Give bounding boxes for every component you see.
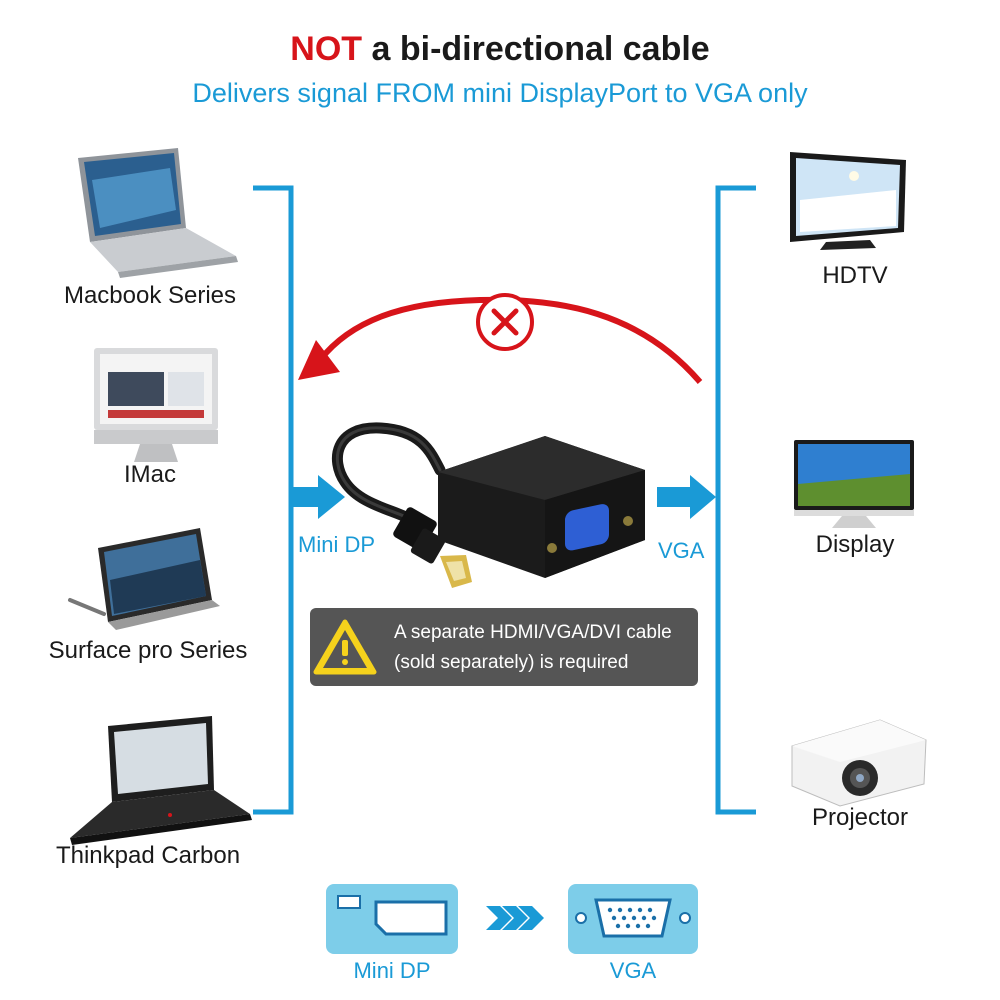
input-flow-arrow (291, 475, 345, 519)
notice-text: A separate HDMI/VGA/DVI cable (sold sepa… (394, 618, 694, 678)
forbidden-icon (476, 293, 534, 351)
source-label-thinkpad: Thinkpad Carbon (55, 842, 241, 869)
notice-line-1: A separate HDMI/VGA/DVI cable (394, 622, 672, 643)
macbook-icon (78, 148, 238, 278)
source-label-macbook: Macbook Series (63, 282, 237, 309)
notice-line-2: (sold separately) is required (394, 652, 629, 673)
display-icon (794, 440, 914, 528)
title-rest: a bi-directional cable (362, 30, 710, 68)
right-bracket (715, 185, 756, 815)
page-title: NOT a bi-directional cable (0, 30, 1000, 69)
source-label-surface: Surface pro Series (48, 637, 248, 664)
title-emphasis: NOT (290, 30, 363, 68)
source-label-imac: IMac (123, 461, 176, 488)
input-port-label: Mini DP (298, 532, 376, 557)
adapter-cable-icon (332, 422, 472, 588)
projector-icon (791, 719, 927, 807)
minidp-port-icon (374, 900, 448, 936)
footer-from-label: Mini DP (353, 958, 431, 983)
hdtv-icon (790, 152, 906, 250)
output-flow-arrow (657, 475, 716, 519)
thinkpad-icon (70, 716, 252, 845)
reverse-arrow-head (298, 340, 340, 380)
surface-icon (68, 528, 220, 630)
output-port-label: VGA (658, 538, 705, 563)
target-label-hdtv: HDTV (822, 262, 888, 289)
chevron-arrows-icon (486, 906, 544, 930)
imac-icon (94, 348, 218, 462)
footer-to-label: VGA (609, 958, 657, 983)
target-label-display: Display (815, 531, 895, 558)
page-subtitle: Delivers signal FROM mini DisplayPort to… (192, 78, 808, 108)
target-label-projector: Projector (811, 804, 909, 831)
reverse-arrow-arc (317, 296, 703, 384)
adapter-body-icon (438, 436, 645, 578)
